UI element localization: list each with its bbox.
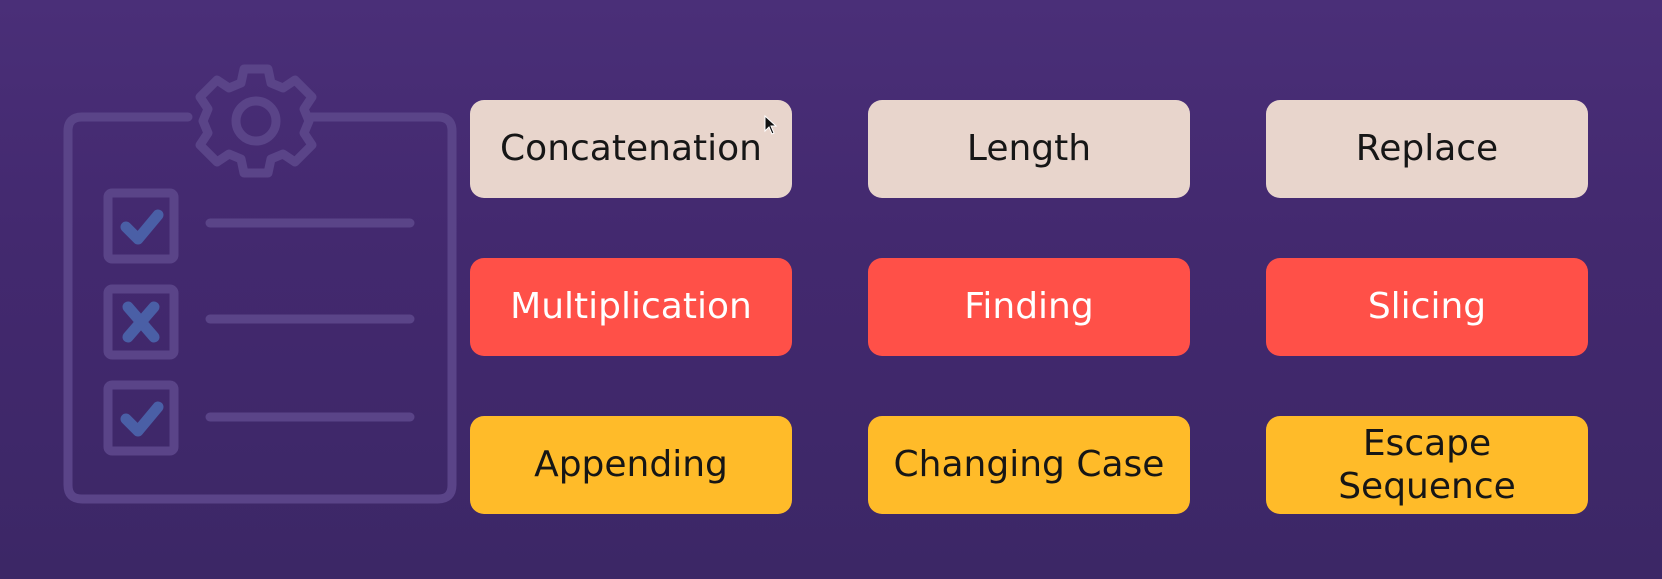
clipboard-checklist-gear-icon	[63, 64, 457, 504]
tile-escape-sequence[interactable]: Escape Sequence	[1266, 416, 1588, 514]
tile-length[interactable]: Length	[868, 100, 1190, 198]
tile-slicing[interactable]: Slicing	[1266, 258, 1588, 356]
tile-concatenation[interactable]: Concatenation	[470, 100, 792, 198]
mouse-cursor-icon	[764, 115, 778, 135]
tile-multiplication[interactable]: Multiplication	[470, 258, 792, 356]
tile-finding[interactable]: Finding	[868, 258, 1190, 356]
tile-replace[interactable]: Replace	[1266, 100, 1588, 198]
tile-appending[interactable]: Appending	[470, 416, 792, 514]
tile-changing-case[interactable]: Changing Case	[868, 416, 1190, 514]
